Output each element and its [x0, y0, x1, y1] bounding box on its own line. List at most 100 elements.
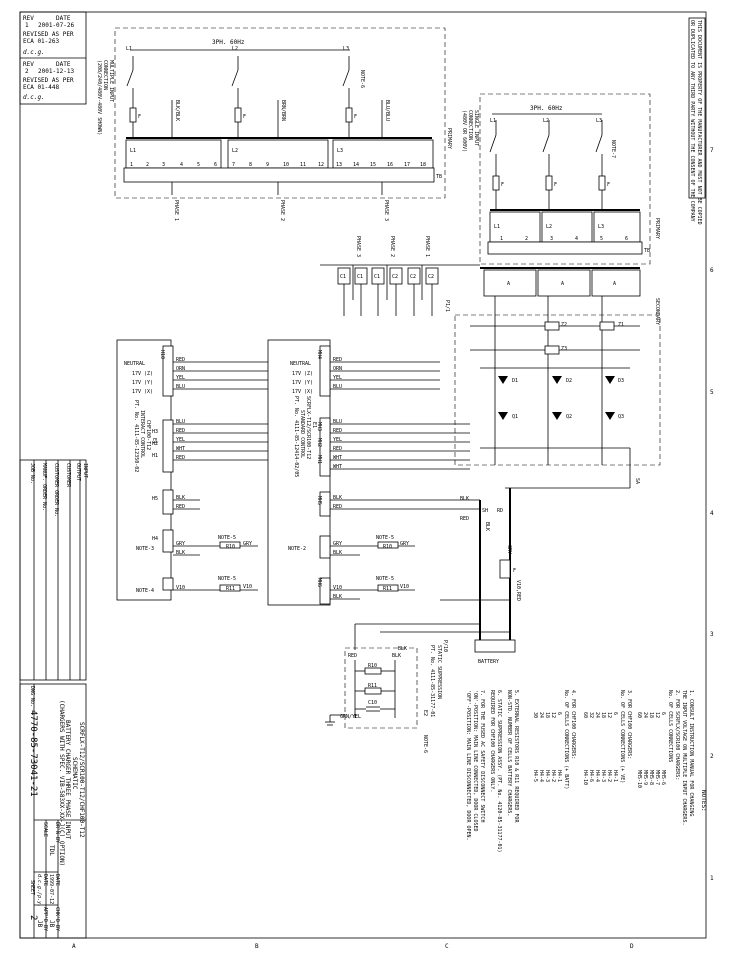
svg-text:DATE: DATE — [56, 15, 71, 22]
svg-text:C1: C1 — [340, 274, 346, 280]
svg-text:E1: E1 — [311, 422, 317, 428]
zone-d: D — [630, 943, 634, 950]
svg-text:12: 12 — [550, 712, 556, 718]
e1-chf100-control: E1 CHF100-T12 INTERACT CONTROL PT. No. 4… — [116, 339, 470, 601]
svg-text:2: 2 — [525, 236, 528, 242]
battery-symbol — [474, 639, 516, 653]
svg-text:DATE: DATE — [54, 874, 60, 886]
svg-text:P1/1: P1/1 — [444, 300, 450, 312]
svg-text:SA: SA — [634, 478, 640, 484]
svg-text:A: A — [561, 281, 564, 287]
svg-text:PHASE 1: PHASE 1 — [173, 200, 179, 221]
svg-text:BLK/BLK: BLK/BLK — [174, 100, 180, 121]
svg-text:GRY: GRY — [243, 541, 252, 547]
svg-text:L3: L3 — [596, 118, 602, 124]
svg-text:V10,RED: V10,RED — [515, 580, 521, 601]
svg-text:H4-4: H4-4 — [538, 770, 544, 782]
svg-text:NOTE-2: NOTE-2 — [288, 546, 306, 552]
svg-text:SCHEMATIC: SCHEMATIC — [71, 757, 78, 790]
e1-scrflx-control: E1 SCRFLX-T12/SCR100-T12 STANDARD CONTRO… — [267, 339, 480, 606]
svg-text:D3: D3 — [618, 378, 624, 384]
svg-text:4: 4 — [575, 236, 578, 242]
single-input-connection: SINGLE INPUT CONNECTION (480V OR 600V) 3… — [461, 93, 660, 265]
svg-text:PHASE 3: PHASE 3 — [355, 236, 361, 257]
svg-text:17V (X): 17V (X) — [292, 389, 313, 395]
svg-text:PHASE 3: PHASE 3 — [383, 200, 389, 221]
svg-text:17V (X): 17V (X) — [132, 389, 153, 395]
svg-text:V10: V10 — [176, 585, 185, 591]
svg-text:BLU/BLU: BLU/BLU — [384, 100, 390, 121]
svg-text:2001-07-26: 2001-07-26 — [38, 22, 75, 29]
fuse — [129, 107, 137, 123]
svg-text:R10: R10 — [368, 663, 377, 669]
svg-text:H10: H10 — [159, 350, 165, 359]
svg-text:32: 32 — [588, 712, 594, 718]
zone-markers: 7 6 5 4 3 2 1 D C B A — [72, 147, 714, 950]
single-branch-1: L1 F — [489, 118, 504, 210]
svg-text:BLK: BLK — [333, 594, 342, 600]
svg-text:H4-2: H4-2 — [550, 770, 556, 782]
svg-text:BATTERY: BATTERY — [478, 659, 499, 665]
svg-text:DATE: DATE — [56, 61, 71, 68]
svg-text:24: 24 — [594, 712, 600, 718]
svg-text:E2: E2 — [422, 710, 428, 716]
svg-text:WHT: WHT — [176, 446, 185, 452]
fuse — [345, 107, 353, 123]
svg-text:'ON'-POSITION: MAIN LINE CONNE: 'ON'-POSITION: MAIN LINE CONNECTED, DOOR… — [472, 690, 478, 831]
svg-text:BLU: BLU — [176, 419, 185, 425]
svg-text:NOTE-6: NOTE-6 — [422, 735, 428, 753]
svg-text:NOTE-7: NOTE-7 — [610, 140, 616, 158]
svg-text:3PH. 60Hz: 3PH. 60Hz — [530, 105, 563, 112]
svg-text:V10: V10 — [243, 584, 252, 590]
revision-block: REV DATE 1 2001-07-26 REVISED AS PER ECA… — [19, 11, 87, 105]
svg-text:9: 9 — [266, 162, 269, 168]
svg-text:CUSTOMER ORDER No.: CUSTOMER ORDER No. — [53, 463, 59, 517]
zone-b: B — [255, 943, 259, 950]
svg-text:D2: D2 — [566, 378, 572, 384]
svg-text:H2: H2 — [152, 441, 158, 447]
svg-text:1999-07-12: 1999-07-12 — [48, 874, 54, 904]
title-block: SCRFLX-T12/SCR100-T12/CHF100-T12 SCHEMAT… — [19, 683, 87, 939]
svg-text:12: 12 — [606, 712, 612, 718]
svg-text:BLK: BLK — [398, 646, 407, 652]
terminal-block — [487, 241, 643, 255]
svg-text:PHASE 2: PHASE 2 — [389, 236, 395, 257]
zone-a: A — [72, 943, 76, 950]
svg-text:PT. No. 4111-85-12414-02/05: PT. No. 4111-85-12414-02/05 — [293, 396, 299, 477]
zone-2: 2 — [710, 753, 714, 760]
e1-external-resistors: NOTE-5 R10 GRY NOTE-5 R11 V10 — [200, 535, 258, 592]
svg-text:GRY: GRY — [176, 541, 185, 547]
svg-text:10: 10 — [283, 162, 289, 168]
svg-text:NOTE-5: NOTE-5 — [376, 576, 394, 582]
svg-text:H4-6: H4-6 — [588, 770, 594, 782]
notes-table-4: 6 H4-1 12 H4-2 18 H4-3 24 H4-4 30 H4-5 — [532, 712, 562, 782]
svg-text:D1: D1 — [512, 378, 518, 384]
svg-text:DATE: DATE — [42, 874, 48, 886]
svg-text:12: 12 — [318, 162, 324, 168]
svg-text:RED: RED — [348, 653, 357, 659]
svg-text:RED: RED — [460, 516, 469, 522]
svg-text:OUTPUT: OUTPUT — [75, 463, 81, 481]
svg-text:3: 3 — [162, 162, 165, 168]
svg-text:F: F — [138, 114, 141, 120]
svg-text:NOTE-6: NOTE-6 — [359, 70, 365, 88]
rectifier-bridge: Z1 Z2 Z3 D1 D2 D3 Q1 Q2 Q3 SA SH RD — [454, 310, 661, 514]
svg-text:6: 6 — [660, 712, 666, 715]
svg-text:RED: RED — [176, 357, 185, 363]
svg-text:SINGLE INPUT: SINGLE INPUT — [473, 110, 479, 146]
svg-text:13: 13 — [336, 162, 342, 168]
svg-text:SCRFLX-T12/SCR100-T12: SCRFLX-T12/SCR100-T12 — [305, 396, 311, 459]
svg-text:4770-85-73041-21: 4770-85-73041-21 — [28, 710, 38, 797]
svg-text:JB: JB — [48, 920, 55, 928]
svg-text:24: 24 — [642, 712, 648, 718]
svg-text:C1: C1 — [357, 274, 363, 280]
svg-text:4. FOR CHF100 CHARGERS:: 4. FOR CHF100 CHARGERS: — [570, 690, 576, 759]
svg-text:H4-1: H4-1 — [556, 770, 562, 782]
notes-table-3: 6 H4-1 12 H4-2 18 H4-3 24 H4-4 32 H4-6 6… — [582, 712, 618, 785]
svg-text:L3: L3 — [337, 148, 343, 154]
svg-text:No. OF CELLS CONNECTI: No. OF CELLS CONNECTIONS — [667, 690, 673, 762]
svg-text:C2: C2 — [410, 274, 416, 280]
svg-text:17V (Z): 17V (Z) — [292, 371, 313, 377]
svg-text:F: F — [501, 182, 504, 188]
